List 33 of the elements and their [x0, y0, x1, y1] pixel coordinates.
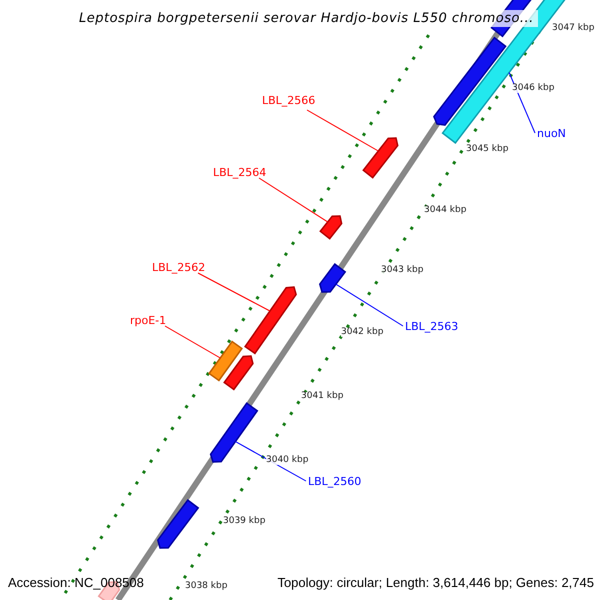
gene-feature	[156, 499, 200, 549]
gene-feature	[208, 340, 243, 382]
tick-label: 3047 kbp	[552, 24, 594, 33]
gene-feature	[244, 286, 297, 354]
tick-label: 3043 kbp	[381, 266, 424, 275]
gene-feature	[433, 36, 507, 126]
accession-text: Accession: NC_008508	[8, 576, 144, 589]
tick-label: 3046 kbp	[512, 84, 554, 93]
tick-label: 3039 kbp	[223, 517, 266, 526]
tick-label: 3045 kbp	[466, 145, 508, 154]
gene-label: LBL_2560	[308, 476, 362, 487]
tick-label: 3044 kbp	[424, 206, 466, 215]
gene-feature	[318, 263, 346, 293]
gene-feature	[223, 355, 254, 391]
gene-feature	[210, 402, 258, 463]
gene-label: nuoN	[537, 128, 566, 139]
leader-line	[164, 326, 221, 358]
gene-label: rpoE-1	[130, 315, 166, 326]
gene-feature	[362, 137, 398, 179]
tick-label: 3038 kbp	[185, 582, 228, 591]
gene-label: LBL_2564	[213, 167, 266, 178]
leader-line	[198, 272, 270, 312]
gene-feature	[319, 215, 342, 240]
leader-line	[335, 284, 404, 326]
tick-label: 3041 kbp	[301, 392, 344, 401]
leader-line	[258, 178, 328, 222]
topology-text: Topology: circular; Length: 3,614,446 bp; Genes: 2,745	[277, 576, 594, 589]
gene-label: LBL_2563	[405, 321, 458, 332]
tick-label: 3040 kbp	[266, 456, 308, 465]
gene-label: LBL_2566	[262, 95, 316, 106]
tick-label: 3042 kbp	[341, 328, 384, 337]
leader-line	[306, 110, 379, 152]
gene-label: LBL_2562	[152, 262, 206, 273]
